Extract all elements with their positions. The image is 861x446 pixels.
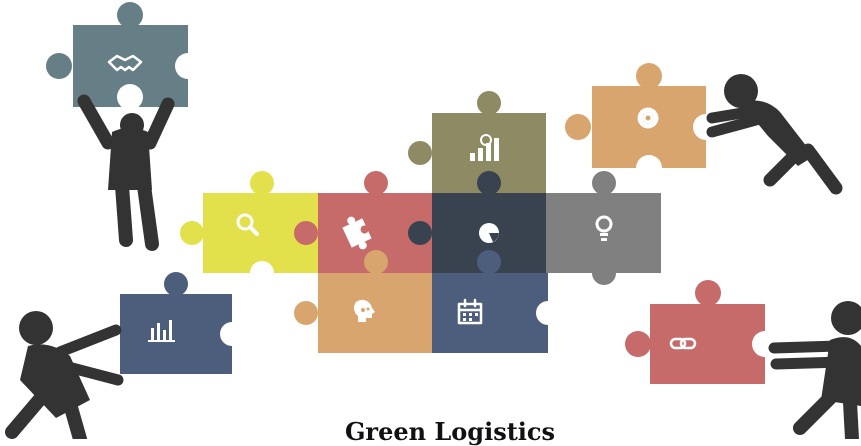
handshake-icon [107,54,143,72]
lightbulb-icon [595,215,613,241]
person-figure-bottom-right [768,301,861,439]
puzzle-piece-gear [565,63,719,181]
gear-icon [637,107,659,129]
puzzle-piece-puzzle [294,171,434,273]
search-icon [236,213,259,236]
caption-title: Green Logistics [344,417,556,446]
link-icon [669,337,697,350]
puzzle-piece-barchart [120,272,244,374]
puzzle-piece-growth [408,91,546,193]
person-figure-top-left [77,94,175,251]
puzzle-piece-calendar [432,250,560,353]
growth-chart-icon [470,134,499,161]
puzzle-piece-handshake [46,2,201,110]
puzzle-piece-link [625,280,778,384]
puzzle-icon [342,216,372,250]
person-figure-bottom-left [5,311,124,439]
puzzle-piece-bulb [546,171,661,285]
person-figure-top-right [706,74,843,195]
bar-chart-icon [148,320,175,342]
brain-icon [354,299,375,322]
puzzle-piece-search [180,171,320,285]
calendar-icon [457,298,483,325]
pie-chart-icon [479,223,499,243]
